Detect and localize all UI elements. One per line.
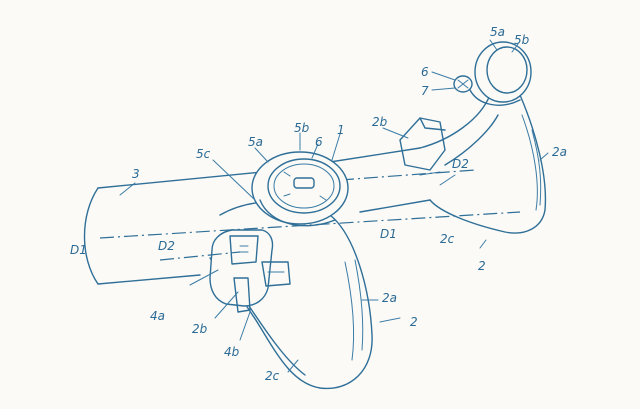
label-2a-right: 2a (552, 145, 567, 159)
label-5a-top: 5a (490, 25, 505, 39)
label-2c-right: 2c (440, 232, 455, 246)
label-1: 1 (337, 123, 345, 137)
label-2a-bottom: 2a (382, 291, 397, 305)
left-switch-block (209, 229, 291, 313)
axis-D2-left (159, 251, 241, 261)
label-2b-bottom: 2b (192, 322, 208, 336)
reference-labels: 5a 5b 6 7 2b D2 2a 2c 2 5a 5b 6 1 5c 3 D… (70, 25, 567, 383)
label-D2-right: D2 (452, 157, 469, 171)
label-6-mid: 6 (315, 135, 323, 149)
label-5b-top: 5b (514, 33, 530, 47)
label-D1-left: D1 (70, 243, 87, 257)
label-6-top: 6 (421, 65, 429, 79)
label-4a: 4a (150, 309, 165, 323)
right-dial (453, 41, 532, 106)
label-5b-mid: 5b (294, 121, 310, 135)
leader-lines (119, 39, 549, 373)
label-5c: 5c (196, 147, 211, 161)
label-7-top: 7 (421, 84, 429, 98)
main-tube (83, 147, 431, 285)
right-grip (419, 79, 547, 234)
label-2-right: 2 (478, 259, 486, 273)
label-4b: 4b (224, 345, 240, 359)
label-2b-top: 2b (372, 115, 388, 129)
label-D1-mid: D1 (380, 227, 397, 241)
label-5a-mid: 5a (248, 135, 263, 149)
right-switch-block (399, 117, 446, 176)
label-2c-bottom: 2c (265, 369, 280, 383)
label-D2-left: D2 (158, 239, 175, 253)
left-dial (251, 151, 349, 227)
axis-D2-right (339, 169, 476, 181)
label-2-bottom: 2 (410, 315, 418, 329)
axis-D1 (99, 211, 521, 239)
label-3: 3 (132, 167, 140, 181)
